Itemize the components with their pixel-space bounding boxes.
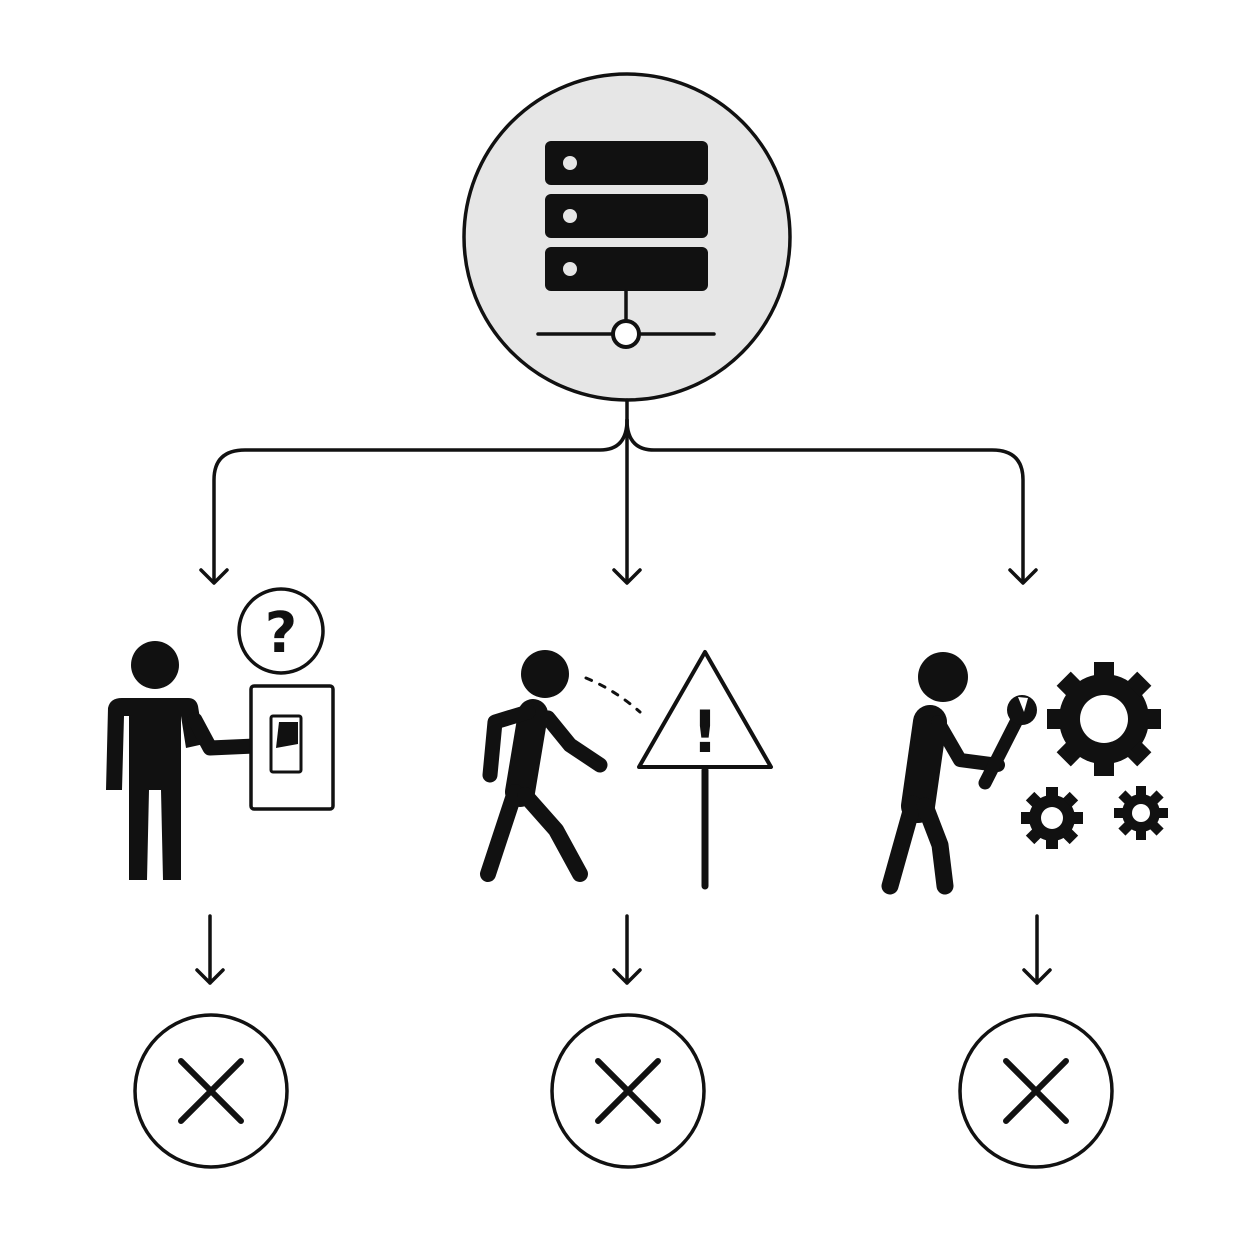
outcome-arrows bbox=[195, 914, 1052, 985]
person-walking-icon bbox=[480, 650, 642, 882]
branch-switch: ? bbox=[106, 587, 335, 880]
x-circle-icon bbox=[550, 1013, 706, 1169]
question-mark-glyph: ? bbox=[265, 601, 297, 666]
arrowhead-left bbox=[199, 568, 229, 585]
server-hub bbox=[462, 72, 792, 402]
connector-left bbox=[212, 398, 629, 584]
branch-hazard: ! bbox=[480, 650, 773, 890]
outcome-arrow-right bbox=[1022, 914, 1052, 985]
outcome-arrow-left bbox=[195, 914, 225, 985]
branch-repair bbox=[881, 652, 1168, 895]
x-circle-icon bbox=[133, 1013, 289, 1169]
server-network-icon bbox=[536, 141, 716, 349]
wrench-icon bbox=[978, 695, 1037, 790]
large-gear-icon bbox=[1047, 662, 1161, 776]
warning-sign-icon: ! bbox=[637, 650, 773, 890]
question-bubble-icon: ? bbox=[237, 587, 325, 675]
person-flipping-switch-icon bbox=[106, 641, 335, 880]
medium-gear-icon bbox=[1021, 787, 1083, 849]
arrowhead-right bbox=[1008, 568, 1038, 585]
x-circle-icon bbox=[958, 1013, 1114, 1169]
arrowhead-center bbox=[612, 568, 642, 585]
person-with-wrench-icon bbox=[881, 652, 1037, 895]
exclamation-glyph: ! bbox=[692, 698, 718, 766]
gears-icon bbox=[1021, 662, 1168, 849]
light-switch-icon bbox=[249, 684, 335, 811]
connector-right bbox=[625, 418, 1025, 584]
small-gear-icon bbox=[1114, 786, 1168, 840]
outcome-arrow-center bbox=[612, 914, 642, 985]
hub-connectors bbox=[199, 398, 1038, 585]
